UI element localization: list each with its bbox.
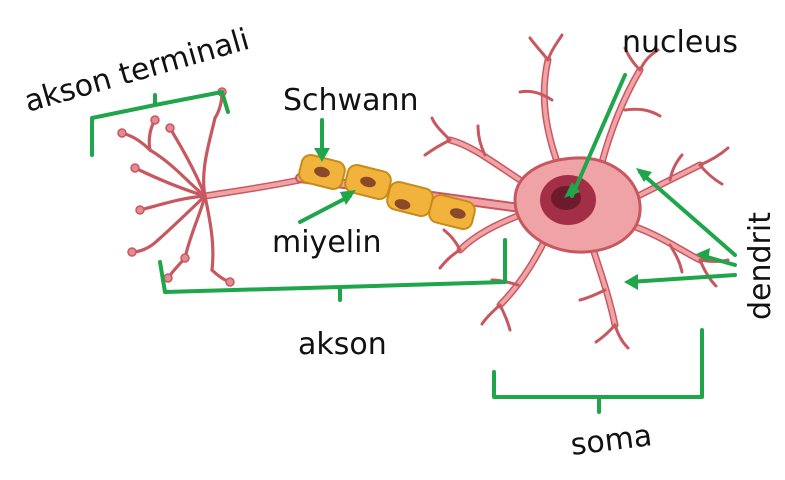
myelin-pointer	[300, 196, 350, 222]
label-axon-terminals: akson terminali	[21, 22, 254, 120]
nucleus	[540, 175, 596, 225]
label-axon: akson	[298, 327, 387, 362]
dendrite-pointer-3	[630, 275, 735, 282]
label-schwann: Schwann	[283, 83, 419, 118]
label-nucleus: nucleus	[622, 25, 738, 60]
myelin-sheath	[297, 153, 476, 231]
label-dendrite: dendrit	[743, 212, 778, 320]
label-myelin: miyelin	[272, 225, 381, 260]
label-soma: soma	[569, 418, 654, 463]
dendrite-arrowhead-3	[624, 274, 638, 290]
myelin-arrowhead	[340, 190, 356, 205]
